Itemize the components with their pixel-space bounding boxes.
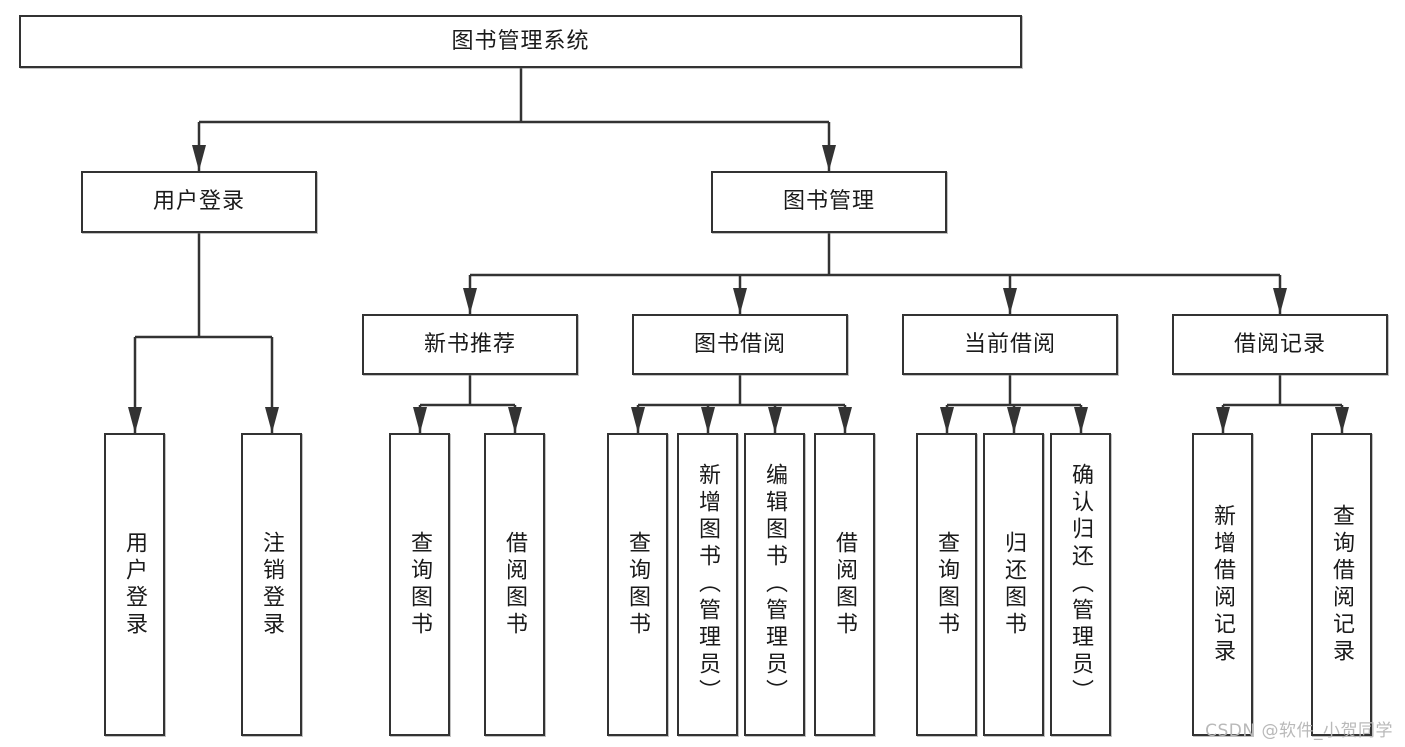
arrowhead [128, 407, 142, 433]
node-label: 图书管理 [782, 189, 875, 215]
node-label: 新增图书（管理员） [695, 463, 721, 706]
node-cu-return[interactable]: 归还图书 [983, 433, 1044, 736]
arrowhead [631, 407, 645, 433]
node-bw-add[interactable]: 新增图书（管理员） [677, 433, 738, 736]
arrowhead [701, 407, 715, 433]
node-label: 归还图书 [1001, 530, 1027, 639]
arrowhead [1335, 407, 1349, 433]
arrowhead [1273, 288, 1287, 314]
node-label: 编辑图书（管理员） [762, 463, 788, 706]
arrowhead [1216, 407, 1230, 433]
node-bw-query[interactable]: 查询图书 [607, 433, 668, 736]
arrowhead [1003, 288, 1017, 314]
node-records[interactable]: 借阅记录 [1172, 314, 1388, 375]
node-label: 新增借阅记录 [1210, 503, 1236, 666]
node-borrow[interactable]: 图书借阅 [632, 314, 848, 375]
arrowhead [463, 288, 477, 314]
node-current[interactable]: 当前借阅 [902, 314, 1118, 375]
node-nb-query[interactable]: 查询图书 [389, 433, 450, 736]
node-label: 新书推荐 [423, 331, 516, 357]
node-label: 图书借阅 [693, 331, 786, 357]
node-login[interactable]: 用户登录 [81, 171, 317, 233]
node-root[interactable]: 图书管理系统 [19, 15, 1022, 68]
node-label: 图书管理系统 [451, 28, 590, 54]
arrowhead [508, 407, 522, 433]
arrowhead [1007, 407, 1021, 433]
arrowhead [940, 407, 954, 433]
node-label: 当前借阅 [963, 331, 1056, 357]
watermark-text: CSDN @软件_小贺同学 [1205, 721, 1393, 741]
node-label: 用户登录 [152, 189, 245, 215]
node-bookmgmt[interactable]: 图书管理 [711, 171, 947, 233]
node-cu-query[interactable]: 查询图书 [916, 433, 977, 736]
node-nb-borrow[interactable]: 借阅图书 [484, 433, 545, 736]
node-newbook[interactable]: 新书推荐 [362, 314, 578, 375]
node-cu-confirm[interactable]: 确认归还（管理员） [1050, 433, 1111, 736]
arrowhead [733, 288, 747, 314]
node-rc-query[interactable]: 查询借阅记录 [1311, 433, 1372, 736]
arrowhead [768, 407, 782, 433]
node-bw-edit[interactable]: 编辑图书（管理员） [744, 433, 805, 736]
node-bw-borrow[interactable]: 借阅图书 [814, 433, 875, 736]
arrowhead [1074, 407, 1088, 433]
arrowhead [265, 407, 279, 433]
node-rc-add[interactable]: 新增借阅记录 [1192, 433, 1253, 736]
node-label: 查询借阅记录 [1329, 503, 1355, 666]
arrowhead [413, 407, 427, 433]
node-label: 借阅记录 [1233, 331, 1326, 357]
arrowhead [822, 145, 836, 171]
node-login-in[interactable]: 用户登录 [104, 433, 165, 736]
arrowhead [192, 145, 206, 171]
node-label: 借阅图书 [832, 530, 858, 639]
node-login-out[interactable]: 注销登录 [241, 433, 302, 736]
node-label: 查询图书 [625, 530, 651, 639]
node-label: 查询图书 [934, 530, 960, 639]
node-label: 确认归还（管理员） [1068, 463, 1094, 706]
node-label: 借阅图书 [502, 530, 528, 639]
node-label: 查询图书 [407, 530, 433, 639]
node-label: 用户登录 [122, 530, 148, 639]
node-label: 注销登录 [259, 530, 285, 639]
arrowhead [838, 407, 852, 433]
